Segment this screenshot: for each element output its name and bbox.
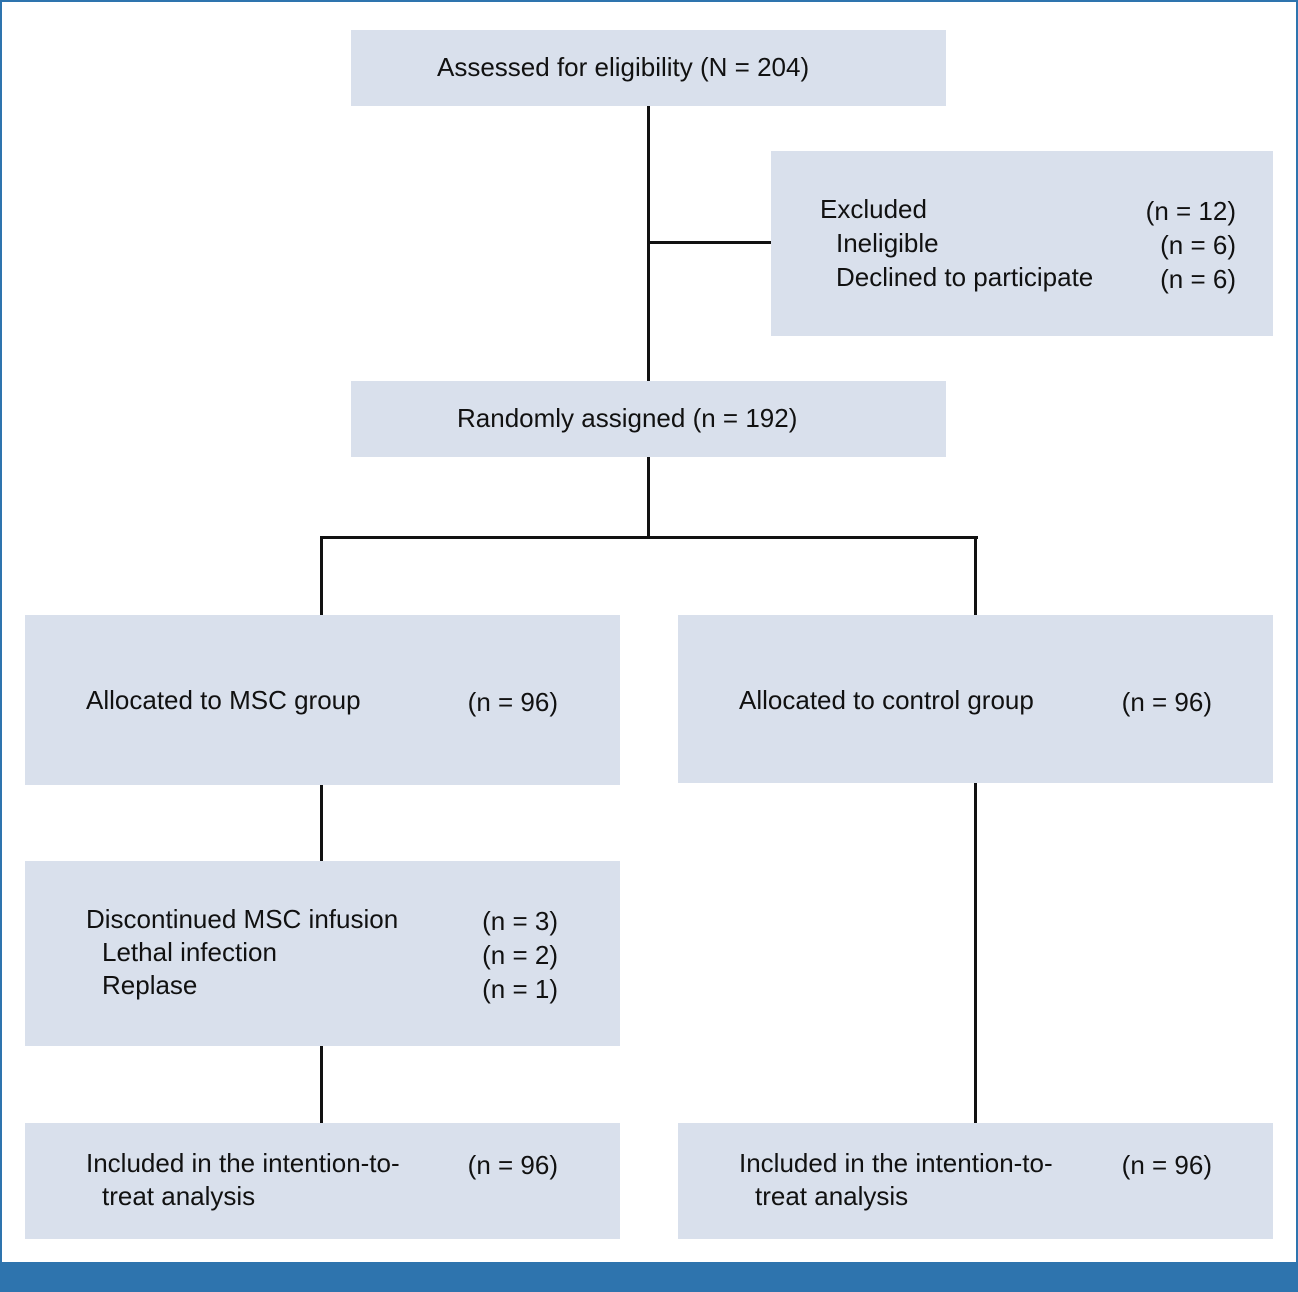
control-allocation-box: Allocated to control group (n = 96): [678, 615, 1273, 783]
discontinued-reason-n: (n = 2): [482, 940, 558, 970]
itt-msc-box: Included in the intention-to- (n = 96) t…: [25, 1123, 620, 1239]
excluded-n: (n = 12): [1145, 196, 1236, 226]
connector: [974, 536, 977, 616]
figure-frame: [0, 0, 1298, 1264]
excluded-box: Excluded (n = 12) Ineligible (n = 6) Dec…: [771, 151, 1273, 336]
itt-msc-n: (n = 96): [467, 1150, 558, 1180]
excluded-reason-n: (n = 6): [1160, 264, 1236, 294]
discontinued-reason-n: (n = 1): [482, 974, 558, 1004]
excluded-reason-n: (n = 6): [1160, 230, 1236, 260]
connector: [974, 783, 977, 1123]
randomized-box: Randomly assigned (n = 192): [351, 381, 946, 457]
itt-msc-line1: Included in the intention-to-: [86, 1148, 400, 1178]
excluded-label: Excluded: [820, 194, 927, 224]
connector: [320, 1046, 323, 1123]
discontinued-box: Discontinued MSC infusion (n = 3) Lethal…: [25, 861, 620, 1046]
msc-n: (n = 96): [467, 687, 558, 717]
discontinued-reason: Lethal infection: [102, 937, 277, 967]
discontinued-reason: Replase: [102, 970, 198, 1000]
msc-label: Allocated to MSC group: [86, 685, 361, 715]
connector: [320, 785, 323, 861]
itt-control-line2: treat analysis: [755, 1181, 909, 1211]
assessed-label: Assessed for eligibility: [437, 52, 693, 82]
connector: [320, 536, 323, 616]
control-label: Allocated to control group: [739, 685, 1034, 715]
excluded-reason: Declined to participate: [836, 262, 1094, 292]
itt-control-n: (n = 96): [1121, 1150, 1212, 1180]
connector: [649, 241, 772, 244]
discontinued-n: (n = 3): [482, 906, 558, 936]
connector: [320, 536, 978, 539]
excluded-reason: Ineligible: [836, 228, 939, 258]
connector: [647, 106, 650, 382]
randomized-label: Randomly assigned: [457, 403, 686, 433]
msc-allocation-box: Allocated to MSC group (n = 96): [25, 615, 620, 785]
randomized-n: (n = 192): [692, 403, 798, 433]
connector: [647, 457, 650, 539]
itt-control-line1: Included in the intention-to-: [739, 1148, 1053, 1178]
control-n: (n = 96): [1121, 687, 1212, 717]
assessed-box: Assessed for eligibility (N = 204): [351, 30, 946, 106]
itt-msc-line2: treat analysis: [102, 1181, 256, 1211]
discontinued-label: Discontinued MSC infusion: [86, 904, 399, 934]
footer-bar: [0, 1262, 1298, 1292]
assessed-n: (N = 204): [700, 52, 810, 82]
itt-control-box: Included in the intention-to- (n = 96) t…: [678, 1123, 1273, 1239]
